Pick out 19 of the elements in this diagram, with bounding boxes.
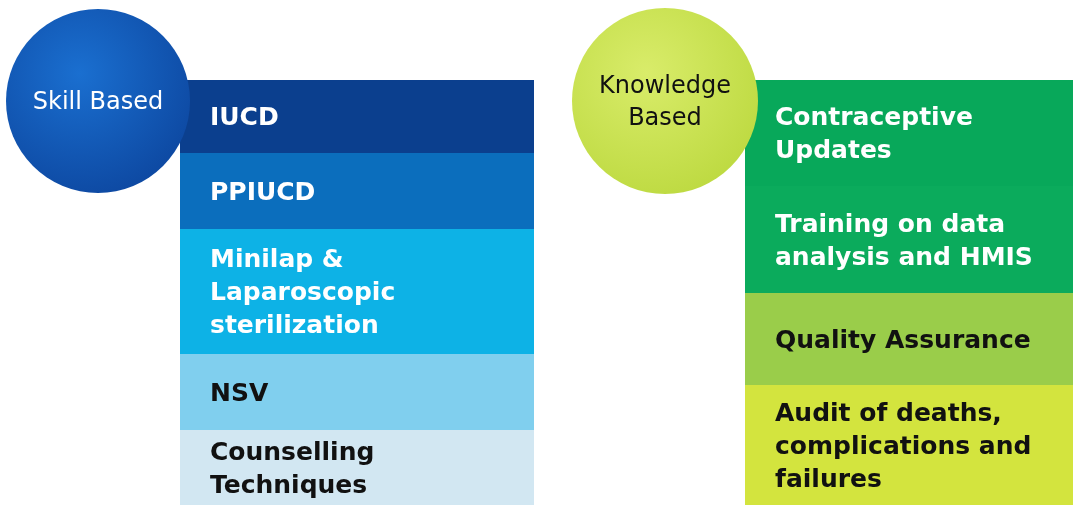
- topic-band: [745, 186, 1073, 293]
- topic-band: [745, 293, 1073, 385]
- topic-label: NSV: [210, 376, 269, 409]
- topic-label: Audit of deaths, complications and failures: [775, 396, 1033, 495]
- topic-band: [180, 153, 534, 229]
- topic-label: Minilap & Laparoscopic sterilization: [210, 243, 397, 341]
- topic-band: [180, 229, 534, 354]
- category-title: Skill Based: [32, 86, 164, 117]
- topic-label: Contraceptive Updates: [775, 101, 974, 166]
- topic-label: PPIUCD: [210, 175, 316, 208]
- topic-label: IUCD: [210, 101, 279, 133]
- topic-band: [180, 80, 534, 153]
- category-title: Knowledge Based: [598, 70, 732, 133]
- topic-label: Training on data analysis and HMIS: [775, 207, 1034, 273]
- topic-label: Counselling Techniques: [210, 435, 376, 501]
- topic-band: [745, 385, 1073, 505]
- topic-label: Quality Assurance: [775, 323, 1031, 356]
- topic-band: [180, 354, 534, 430]
- topic-band: [180, 430, 534, 505]
